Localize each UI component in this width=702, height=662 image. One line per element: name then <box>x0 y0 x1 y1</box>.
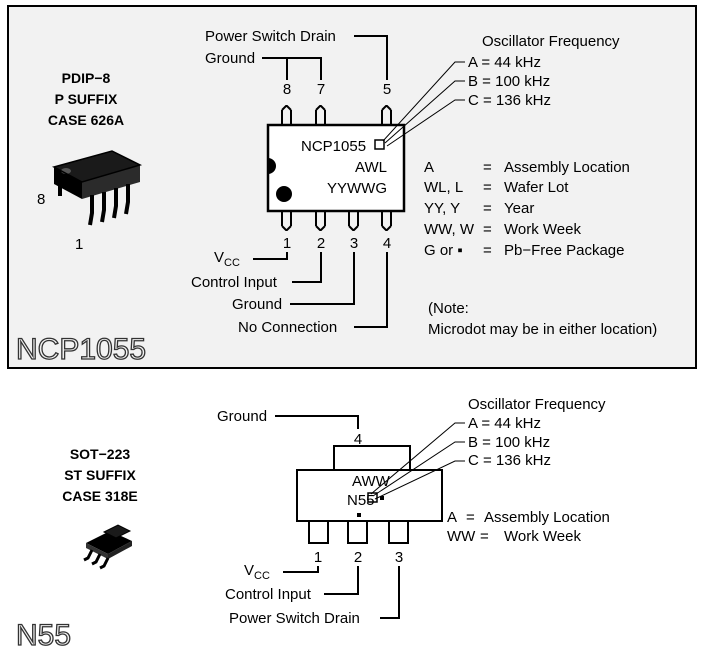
pdip-case: CASE 626A <box>48 112 124 128</box>
legend-desc: Work Week <box>504 528 581 545</box>
pdip-pin3-number: 3 <box>350 235 358 252</box>
sot-label-power-switch-drain: Power Switch Drain <box>229 610 360 627</box>
legend-desc: Assembly Location <box>504 159 630 176</box>
pdip-pin2-number: 2 <box>317 235 325 252</box>
legend-desc: Work Week <box>504 221 581 238</box>
legend-desc: Wafer Lot <box>504 179 569 196</box>
pdip-pin8-label: 8 <box>37 191 45 208</box>
sot-vcc-leader <box>283 566 319 573</box>
sot-control-input-leader <box>324 566 359 595</box>
legend-eq: = <box>483 242 492 259</box>
sot-pin1-number: 1 <box>314 549 322 566</box>
sot-case: CASE 318E <box>62 488 137 504</box>
control-input-leader <box>292 252 322 283</box>
pdip-marking-line2: AWL <box>355 159 387 176</box>
pdip-bottom-pins <box>281 211 392 231</box>
pdip-pin7-number: 7 <box>317 81 325 98</box>
sot-marking-line1: AWW <box>352 473 391 490</box>
pdip-osc-line-c: C = 136 kHz <box>468 92 551 109</box>
pdip-top-pins <box>281 105 392 125</box>
legend-eq: = <box>483 159 492 176</box>
sot-label-control-input: Control Input <box>225 586 312 603</box>
legend-desc: Year <box>504 200 534 217</box>
sot-watermark: N55 <box>16 619 71 652</box>
sot-ground-leader <box>275 415 359 429</box>
legend-code: A <box>424 159 434 176</box>
sot-drain-leader <box>380 566 400 619</box>
pdip-label-ground-bottom: Ground <box>232 296 282 313</box>
ground-bottom-leader <box>290 252 355 305</box>
legend-code: A <box>447 509 457 526</box>
legend-code: G or ▪ <box>424 242 463 259</box>
sot-osc-line-a: A = 44 kHz <box>468 415 541 432</box>
sot-package-illustration <box>83 524 132 570</box>
legend-eq: = <box>483 200 492 217</box>
legend-desc: Assembly Location <box>484 509 610 526</box>
legend-code: WW <box>447 528 476 545</box>
pdip-pin5-number: 5 <box>383 81 391 98</box>
legend-code: WL, L <box>424 179 463 196</box>
sot-package-name: SOT−223 <box>70 446 131 462</box>
legend-eq: = <box>483 221 492 238</box>
pdip-marking-line3: YYWWG <box>327 180 387 197</box>
sot-pin4-number: 4 <box>354 431 362 448</box>
pdip-watermark: NCP1055 <box>16 333 146 366</box>
pdip-osc-title: Oscillator Frequency <box>482 33 620 50</box>
sot-osc-line-b: B = 100 kHz <box>468 434 550 451</box>
pdip-marking-line1: NCP1055 <box>301 138 366 155</box>
pdip-osc-line-a: A = 44 kHz <box>468 54 541 71</box>
pdip-suffix: P SUFFIX <box>55 91 118 107</box>
sot-pin2-number: 2 <box>354 549 362 566</box>
pdip-label-no-connection: No Connection <box>238 319 337 336</box>
ground-top-leader <box>262 57 322 80</box>
microdot-box <box>374 139 385 150</box>
pdip-legend: A = Assembly Location WL, L = Wafer Lot … <box>424 159 630 259</box>
pdip-osc-leaders <box>382 61 465 147</box>
sot-label-ground: Ground <box>217 408 267 425</box>
pdip-note-line2: Microdot may be in either location) <box>428 321 657 338</box>
legend-code: WW, W <box>424 221 475 238</box>
no-connection-leader <box>354 252 388 328</box>
pdip-note-line1: (Note: <box>428 300 469 317</box>
pdip-package-name: PDIP−8 <box>62 70 111 86</box>
pdip-package-illustration <box>51 150 143 226</box>
sot-osc-line-c: C = 136 kHz <box>468 452 551 469</box>
sot-legend: A = Assembly Location WW = Work Week <box>447 509 610 545</box>
sot-marking-line2: N55 <box>347 492 375 509</box>
legend-desc: Pb−Free Package <box>504 242 625 259</box>
sot-label-vcc: VCC <box>244 562 270 582</box>
pdip-pin1-label: 1 <box>75 236 83 253</box>
drain-leader <box>354 35 388 80</box>
legend-code: YY, Y <box>424 200 460 217</box>
pdip-pin1-number: 1 <box>283 235 291 252</box>
sot-pin3-number: 3 <box>395 549 403 566</box>
pdip-label-control-input: Control Input <box>191 274 278 291</box>
pdip-label-power-switch-drain: Power Switch Drain <box>205 28 336 45</box>
legend-eq: = <box>480 528 489 545</box>
pdip-pin4-number: 4 <box>383 235 391 252</box>
pdip-label-ground-top: Ground <box>205 50 255 67</box>
legend-eq: = <box>466 509 475 526</box>
legend-eq: = <box>483 179 492 196</box>
sot-osc-leaders <box>370 422 465 500</box>
pdip-pin8-number: 8 <box>283 81 291 98</box>
pdip-osc-line-b: B = 100 kHz <box>468 73 550 90</box>
sot-suffix: ST SUFFIX <box>64 467 136 483</box>
pdip-label-vcc: VCC <box>214 249 240 269</box>
vcc-leader <box>253 252 288 260</box>
sot-osc-title: Oscillator Frequency <box>468 396 606 413</box>
